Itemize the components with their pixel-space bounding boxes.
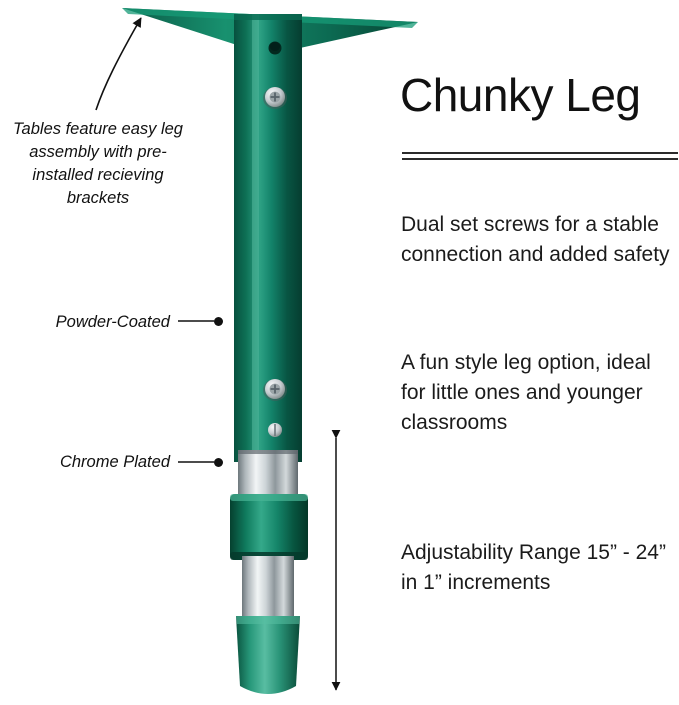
- title-divider: [402, 152, 678, 160]
- page-title: Chunky Leg: [400, 69, 641, 121]
- powder-coated-dot: [214, 317, 223, 326]
- chrome-tube-lower: [242, 556, 294, 622]
- set-screw-upper: [263, 87, 287, 109]
- feature-text-dual-set-screws: Dual set screws for a stable connection …: [401, 213, 670, 266]
- feature-text-adjustability: Adjustability Range 15” - 24” in 1” incr…: [401, 541, 666, 594]
- bottom-cap: [236, 616, 300, 694]
- adjustment-screw: [268, 423, 282, 437]
- powder-coated-callout: Powder-Coated: [55, 313, 170, 331]
- chrome-plated-callout: Chrome Plated: [59, 453, 170, 471]
- feature-text-fun-style: A fun style leg option, ideal for little…: [401, 351, 651, 434]
- set-screw-lower: [263, 379, 287, 401]
- chrome-plated-dot: [214, 458, 223, 467]
- green-collar-upper: [230, 494, 308, 560]
- chunky-leg-illustration: [122, 8, 418, 694]
- bracket-callout: Tables feature easy leg assembly with pr…: [12, 120, 183, 207]
